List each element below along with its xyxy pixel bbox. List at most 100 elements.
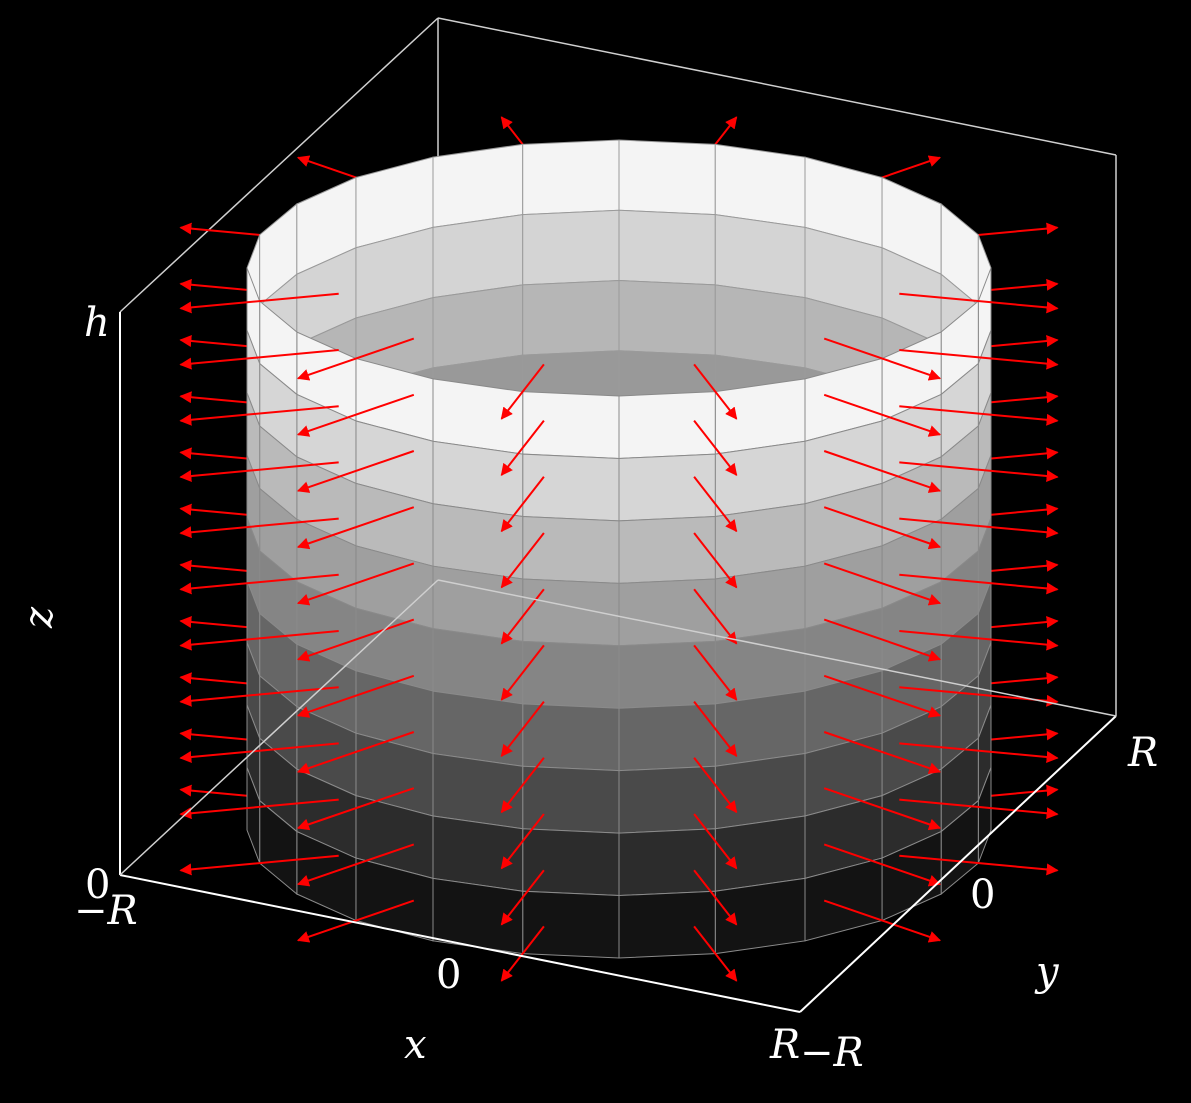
y-axis-line: [799, 715, 1117, 1013]
outer-wall-facet: [522, 828, 620, 897]
outer-wall-facet: [618, 703, 716, 772]
inner-wall-facet: [618, 209, 716, 286]
field-arrow: [899, 405, 1059, 426]
field-arrow: [823, 731, 942, 774]
field-arrow: [823, 562, 942, 606]
y-axis-label: y: [1034, 949, 1060, 995]
outer-wall-facet: [522, 578, 620, 647]
field-arrow: [179, 573, 339, 595]
field-arrow: [823, 337, 942, 381]
field-arrow: [500, 869, 545, 926]
inner-wall-facet: [714, 214, 806, 299]
field-arrow: [179, 686, 339, 707]
field-arrow: [899, 573, 1059, 595]
field-arrow: [823, 843, 942, 887]
field-arrow: [296, 337, 415, 381]
field-arrow: [693, 532, 738, 589]
x-tick-r: R: [769, 1022, 800, 1068]
field-arrow: [500, 476, 545, 533]
field-arrow: [693, 363, 738, 420]
field-arrow: [296, 393, 415, 437]
field-arrow: [500, 363, 545, 420]
field-arrow: [179, 517, 339, 539]
cylinder-outer-wall: [246, 267, 992, 959]
inner-wall-facet: [432, 143, 524, 228]
field-arrow: [823, 450, 942, 493]
field-arrow: [179, 854, 339, 876]
field-arrow: [693, 476, 738, 533]
field-arrow: [693, 925, 738, 982]
field-arrow: [693, 419, 738, 476]
field-arrow: [899, 742, 1059, 763]
field-arrow: [500, 532, 545, 589]
inner-wall-facet: [432, 284, 524, 369]
field-arrow: [693, 869, 738, 926]
z-tick-zero: 0: [85, 862, 110, 908]
outer-wall-facet: [522, 391, 620, 459]
field-arrow: [899, 461, 1059, 482]
x-tick-neg-r: −R: [74, 888, 138, 934]
vector-field-front: [179, 292, 1059, 982]
field-arrow: [823, 393, 942, 437]
inner-wall-facet: [618, 279, 716, 356]
field-arrow: [823, 674, 942, 718]
field-arrow: [296, 450, 415, 493]
inner-wall-facet: [522, 139, 620, 216]
outer-wall-facet: [618, 890, 716, 959]
field-arrow: [693, 700, 738, 757]
field-arrow: [500, 644, 545, 701]
field-arrow: [296, 562, 415, 606]
inner-wall-facet: [522, 279, 620, 356]
field-arrow: [179, 798, 339, 820]
field-arrow: [296, 618, 415, 662]
field-arrow: [179, 742, 339, 763]
x-tick-zero: 0: [436, 952, 461, 998]
y-tick-neg-r: −R: [800, 1030, 864, 1076]
outer-wall-facet: [522, 703, 620, 772]
field-arrow: [899, 292, 1059, 314]
field-arrow: [296, 843, 415, 887]
field-arrow: [500, 588, 545, 645]
field-arrow: [179, 349, 339, 370]
field-arrow: [899, 630, 1059, 651]
field-arrow: [693, 757, 738, 814]
field-arrow: [823, 618, 942, 662]
field-arrow: [500, 757, 545, 814]
field-arrow: [693, 644, 738, 701]
outer-wall-facet: [522, 453, 620, 522]
outer-wall-facet: [618, 516, 716, 584]
field-arrow: [899, 854, 1059, 876]
outer-wall-facet: [522, 890, 620, 959]
inner-wall-facet: [714, 284, 806, 369]
field-arrow: [899, 798, 1059, 820]
field-arrow: [179, 461, 339, 482]
outer-wall-facet: [618, 578, 716, 647]
field-arrow: [500, 700, 545, 757]
y-tick-zero: 0: [970, 872, 995, 918]
outer-wall-facet: [618, 453, 716, 522]
field-arrow: [823, 899, 942, 943]
field-arrow: [500, 925, 545, 982]
z-axis-label: z: [16, 606, 62, 629]
outer-wall-facet: [618, 391, 716, 459]
field-arrow: [899, 517, 1059, 539]
outer-wall-facet: [246, 767, 261, 864]
x-axis-line: [119, 874, 801, 1013]
z-tick-h: h: [84, 300, 110, 346]
outer-wall-facet: [522, 516, 620, 584]
field-arrow: [296, 787, 415, 831]
field-arrow: [179, 292, 339, 314]
inner-wall-facet: [714, 143, 806, 228]
outer-wall-facet: [522, 640, 620, 709]
field-arrow: [823, 787, 942, 831]
field-arrow: [500, 813, 545, 870]
outer-wall-facet: [618, 640, 716, 709]
field-arrow: [693, 588, 738, 645]
field-arrow: [296, 731, 415, 774]
field-arrow: [500, 419, 545, 476]
field-arrow: [179, 405, 339, 426]
field-arrow: [179, 630, 339, 651]
inner-wall-facet: [618, 139, 716, 216]
field-arrow: [823, 506, 942, 550]
